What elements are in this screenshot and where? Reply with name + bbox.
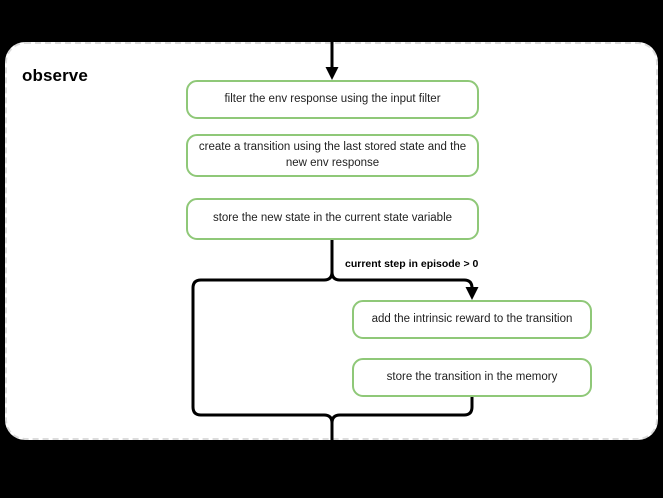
node-filter-env-response[interactable]: filter the env response using the input …	[186, 80, 479, 119]
branch-condition-label: current step in episode > 0	[345, 258, 479, 270]
node-store-new-state[interactable]: store the new state in the current state…	[186, 198, 479, 240]
scope-title: observe	[22, 66, 88, 85]
node-add-intrinsic-reward[interactable]: add the intrinsic reward to the transiti…	[352, 300, 592, 339]
node-create-transition[interactable]: create a transition using the last store…	[186, 134, 479, 177]
node-store-transition-memory[interactable]: store the transition in the memory	[352, 358, 592, 397]
